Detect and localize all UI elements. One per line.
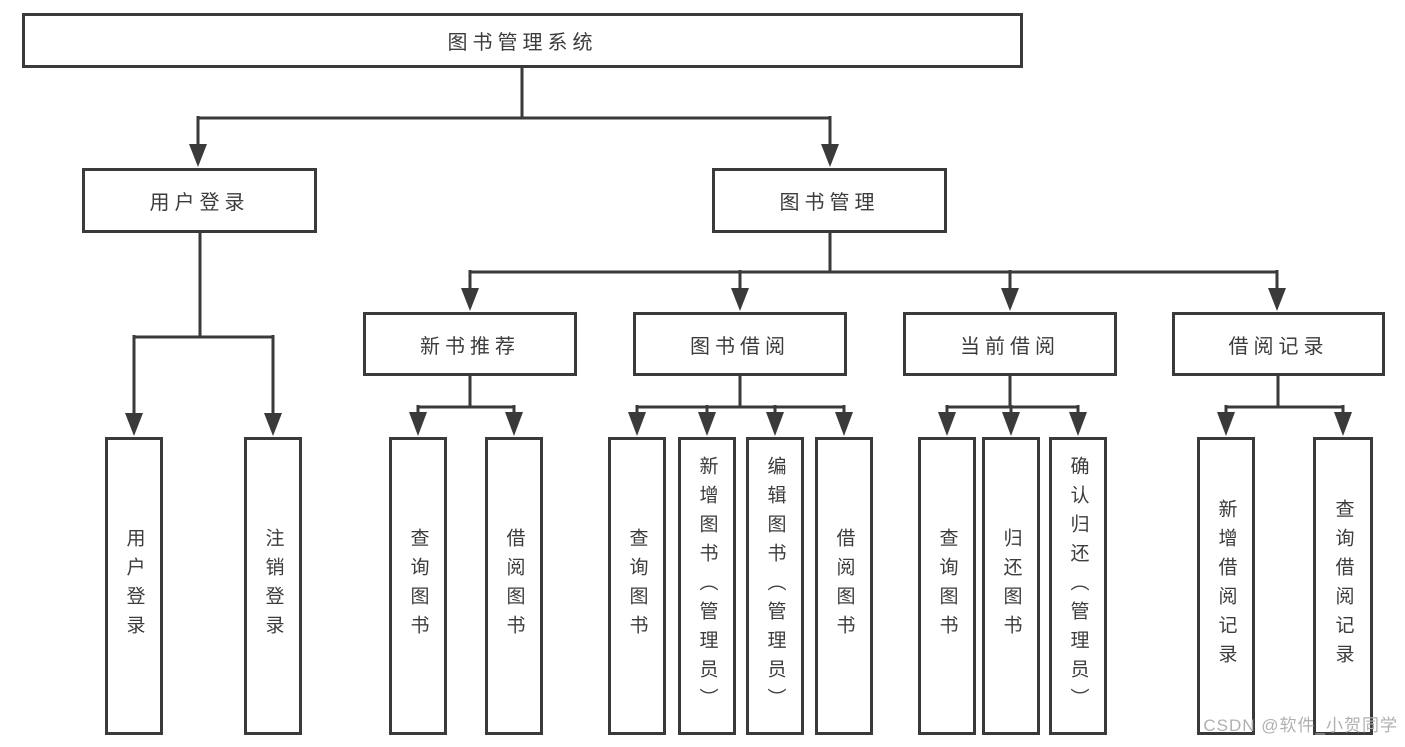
leaf-query-book-current: 查询图书 <box>918 437 976 735</box>
node-library-system: 图书管理系统 <box>22 13 1023 68</box>
leaf-add-borrow-record: 新增借阅记录 <box>1197 437 1255 735</box>
leaf-query-borrow-record: 查询借阅记录 <box>1313 437 1373 735</box>
leaf-confirm-return-admin: 确认归还（管理员） <box>1049 437 1107 735</box>
leaf-add-book-admin: 新增图书（管理员） <box>678 437 736 735</box>
leaf-return-book: 归还图书 <box>982 437 1040 735</box>
connector-root-branch <box>189 68 839 167</box>
connector-borrow-records-branch <box>1217 375 1352 436</box>
connector-user-login-branch <box>125 233 282 436</box>
leaf-query-book-borrow: 查询图书 <box>608 437 666 735</box>
connector-book-borrow-branch <box>628 375 853 436</box>
leaf-edit-book-admin: 编辑图书（管理员） <box>746 437 804 735</box>
leaf-user-login: 用户登录 <box>105 437 163 735</box>
node-current-borrow: 当前借阅 <box>903 312 1117 376</box>
node-book-borrow: 图书借阅 <box>633 312 847 376</box>
connector-new-book-branch <box>409 375 523 436</box>
csdn-watermark: CSDN @软件_小贺同学 <box>1203 716 1398 735</box>
leaf-query-book-new: 查询图书 <box>389 437 447 735</box>
leaf-borrow-book: 借阅图书 <box>815 437 873 735</box>
node-user-login: 用户登录 <box>82 168 317 233</box>
connector-book-management-branch <box>461 233 1286 311</box>
leaf-logout: 注销登录 <box>244 437 302 735</box>
node-new-book-recommend: 新书推荐 <box>363 312 577 376</box>
leaf-borrow-book-new: 借阅图书 <box>485 437 543 735</box>
node-borrow-records: 借阅记录 <box>1172 312 1385 376</box>
node-book-management: 图书管理 <box>712 168 947 233</box>
connector-current-borrow-branch <box>938 375 1087 436</box>
